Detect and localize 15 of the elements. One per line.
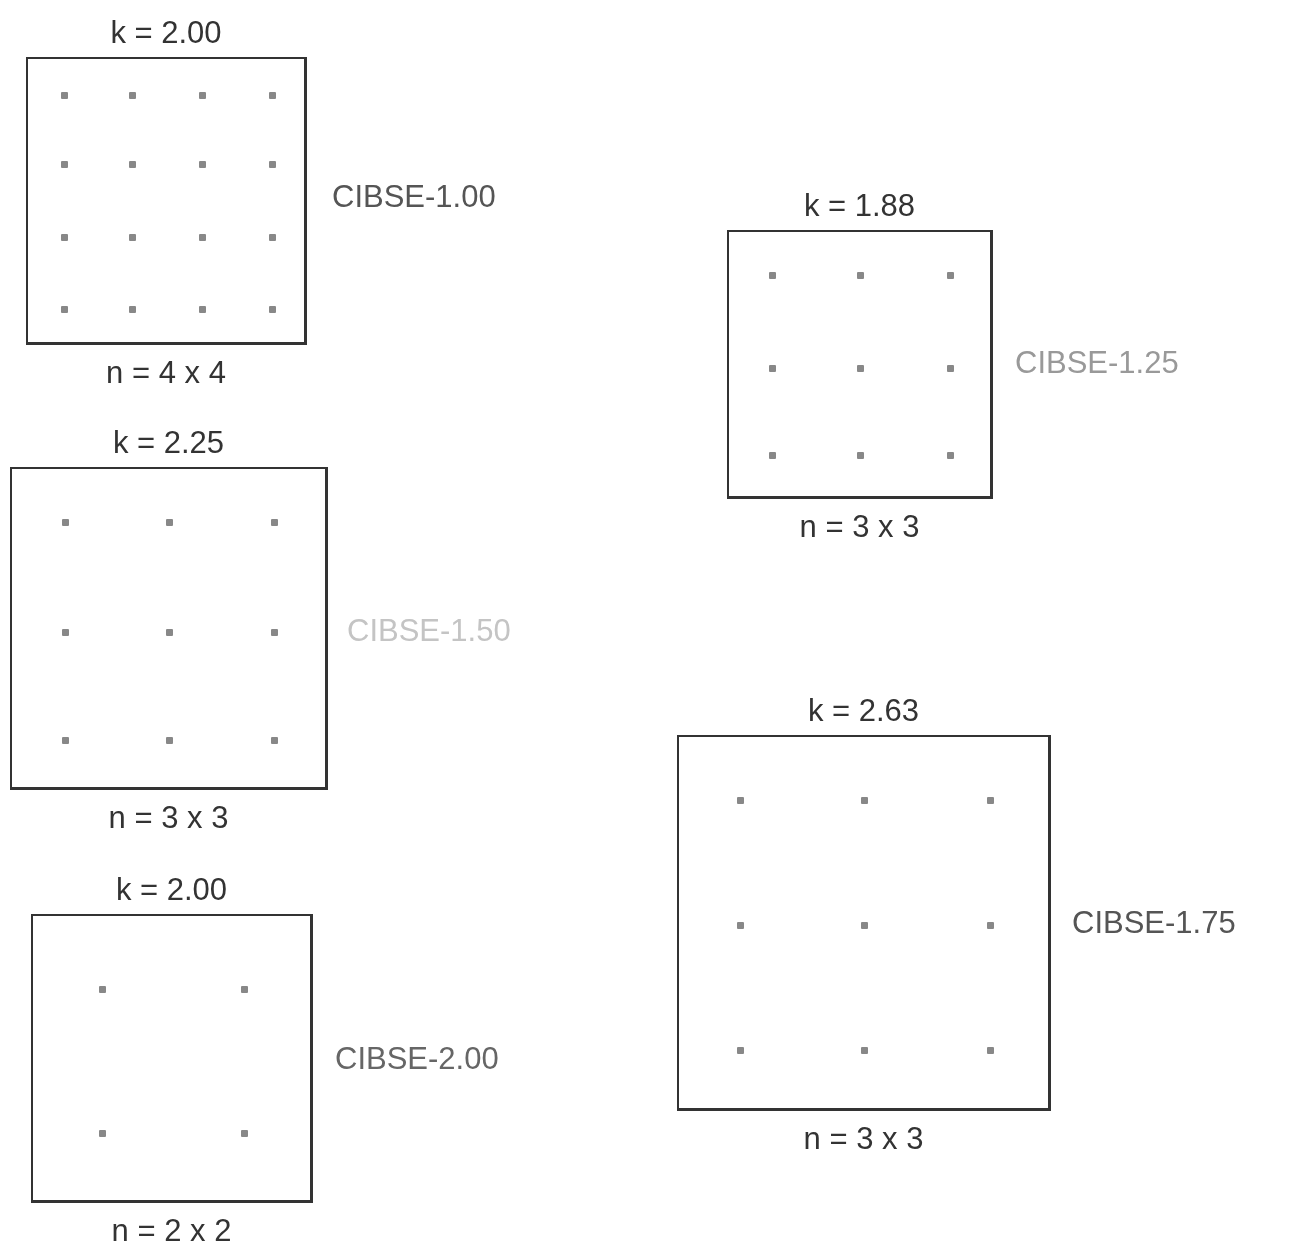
spacing-label: CIBSE-1.50 <box>347 615 511 646</box>
spacing-label: CIBSE-2.00 <box>335 1043 499 1074</box>
room-index-label: k = 1.88 <box>803 190 916 221</box>
grid-size-label: n = 2 x 2 <box>111 1215 232 1246</box>
spacing-label: CIBSE-1.75 <box>1072 907 1236 938</box>
grid-size-label: n = 3 x 3 <box>799 511 920 542</box>
room-index-label: k = 2.00 <box>110 17 222 48</box>
room-index-label: k = 2.63 <box>807 695 920 726</box>
grid-size-label: n = 3 x 3 <box>108 802 229 833</box>
grid-size-label: n = 4 x 4 <box>106 357 226 388</box>
spacing-label: CIBSE-1.25 <box>1015 347 1179 378</box>
room-index-label: k = 2.25 <box>112 427 225 458</box>
grid-size-label: n = 3 x 3 <box>803 1123 924 1154</box>
spacing-label: CIBSE-1.00 <box>332 181 496 212</box>
room-index-label: k = 2.00 <box>115 874 228 905</box>
